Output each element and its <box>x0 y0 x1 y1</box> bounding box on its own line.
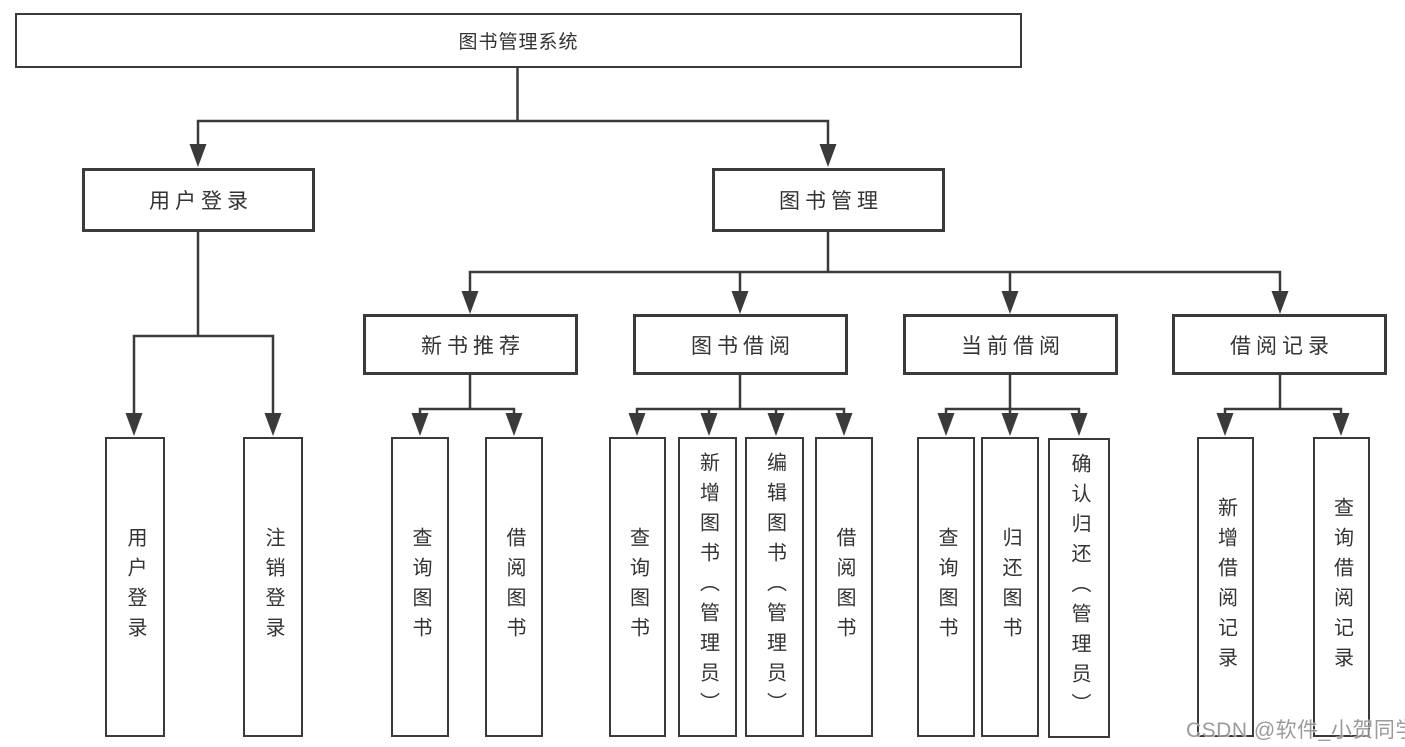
leaf-label: 新增图书（管理员） <box>696 452 719 722</box>
leaf-label: 用户登录 <box>124 527 146 647</box>
leaf-label: 查询图书 <box>935 527 957 647</box>
leaf-label: 编辑图书（管理员） <box>763 452 786 722</box>
leaf-borrow-books-2: 借阅图书 <box>815 437 873 737</box>
node-root: 图书管理系统 <box>15 13 1022 68</box>
tree-edges <box>132 68 1343 416</box>
node-book-borrow: 图书借阅 <box>633 314 848 375</box>
leaf-query-books-2: 查询图书 <box>609 437 666 737</box>
node-current-borrow: 当前借阅 <box>903 314 1118 375</box>
leaf-label: 借阅图书 <box>833 527 855 647</box>
node-book-management: 图书管理 <box>712 168 945 232</box>
leaf-query-books-3: 查询图书 <box>917 437 975 737</box>
leaf-label: 确认归还（管理员） <box>1068 453 1090 723</box>
leaf-label: 归还图书 <box>999 527 1021 647</box>
node-borrow-records: 借阅记录 <box>1172 314 1387 375</box>
leaf-label: 查询图书 <box>626 527 649 647</box>
leaf-label: 注销登录 <box>262 527 284 647</box>
leaf-confirm-return-admin: 确认归还（管理员） <box>1048 438 1110 738</box>
leaf-add-borrow-record: 新增借阅记录 <box>1197 437 1254 737</box>
leaf-logout: 注销登录 <box>243 437 303 737</box>
csdn-watermark: CSDN @软件_小贺同学 <box>1186 719 1405 742</box>
leaf-edit-book-admin: 编辑图书（管理员） <box>745 437 804 737</box>
leaf-label: 借阅图书 <box>503 527 525 647</box>
leaf-label: 查询借阅记录 <box>1330 497 1353 677</box>
leaf-user-login: 用户登录 <box>105 437 165 737</box>
leaf-query-books-1: 查询图书 <box>391 437 449 737</box>
leaf-label: 新增借阅记录 <box>1214 497 1237 677</box>
leaf-add-book-admin: 新增图书（管理员） <box>678 437 737 737</box>
leaf-borrow-books-1: 借阅图书 <box>485 437 543 737</box>
leaf-label: 查询图书 <box>409 527 431 647</box>
node-user-login: 用户登录 <box>82 168 315 232</box>
leaf-query-borrow-record: 查询借阅记录 <box>1313 437 1370 737</box>
node-new-book-recommend: 新书推荐 <box>363 314 578 375</box>
leaf-return-book: 归还图书 <box>981 437 1039 737</box>
